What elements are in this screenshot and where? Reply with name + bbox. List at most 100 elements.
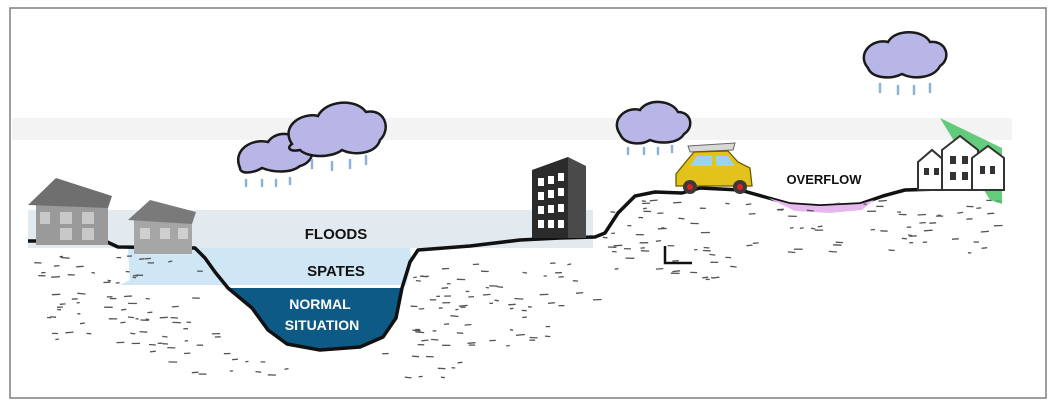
soil-dash — [790, 228, 794, 229]
soil-dash — [908, 235, 912, 236]
soil-dash — [483, 294, 491, 295]
soil-dash — [702, 277, 708, 278]
soil-dash — [510, 308, 513, 309]
soil-dash — [87, 333, 92, 334]
normal-situation-label-line2: SITUATION — [285, 317, 359, 333]
soil-dash — [918, 215, 926, 216]
soil-dash — [730, 266, 736, 267]
soil-dash — [50, 317, 56, 318]
soil-dash — [465, 325, 472, 326]
soil-dash — [889, 250, 895, 251]
soil-dash — [515, 299, 524, 300]
soil-dash — [162, 336, 167, 337]
soil-dash — [516, 335, 525, 336]
normal-situation-label-line1: NORMAL — [289, 296, 351, 312]
office-building-icon — [532, 157, 586, 238]
soil-dash — [120, 322, 125, 323]
soil-dash — [415, 332, 424, 333]
soil-dash — [139, 259, 144, 260]
soil-dash — [704, 248, 710, 249]
soil-dash — [458, 362, 463, 363]
soil-dash — [92, 273, 96, 274]
soil-dash — [709, 254, 715, 255]
soil-dash — [656, 269, 663, 270]
soil-dash — [439, 308, 443, 309]
soil-dash — [749, 214, 756, 215]
horizon-haze — [12, 118, 1012, 140]
soil-dash — [811, 228, 815, 229]
soil-dash — [510, 330, 513, 331]
soil-dash — [160, 317, 168, 318]
soil-dash — [168, 261, 172, 262]
soil-dash — [678, 218, 684, 219]
soil-dash — [108, 280, 111, 281]
soil-dash — [957, 212, 963, 213]
soil-dash — [982, 248, 988, 249]
soil-dash — [611, 212, 616, 213]
soil-dash — [615, 269, 619, 270]
soil-dash — [747, 245, 753, 246]
soil-dash — [192, 372, 199, 373]
spates-label: SPATES — [307, 263, 365, 280]
soil-dash — [548, 303, 555, 304]
soil-dash — [60, 256, 64, 257]
soil-dash — [650, 200, 658, 201]
soil-dash — [256, 372, 262, 373]
soil-dash — [405, 377, 412, 378]
soil-dash — [909, 236, 916, 237]
soil-dash — [673, 202, 681, 203]
floods-label: FLOODS — [305, 226, 368, 243]
soil-dash — [902, 238, 907, 239]
soil-dash — [746, 204, 752, 205]
soil-dash — [412, 356, 419, 357]
soil-dash — [576, 293, 583, 294]
soil-dash — [55, 339, 59, 340]
overflow-label: OVERFLOW — [786, 172, 862, 187]
soil-dash — [495, 300, 499, 301]
soil-dash — [416, 281, 421, 282]
soil-dash — [140, 332, 148, 333]
soil-dash — [80, 323, 85, 324]
soil-dash — [807, 210, 814, 211]
soil-dash — [146, 319, 150, 320]
soil-dash — [128, 317, 134, 318]
soil-dash — [981, 231, 989, 232]
soil-dash — [54, 266, 60, 267]
soil-dash — [65, 332, 73, 333]
soil-dash — [643, 208, 647, 209]
soil-dash — [124, 296, 132, 297]
soil-dash — [413, 330, 421, 331]
soil-dash — [788, 252, 795, 253]
soil-dash — [421, 340, 428, 341]
soil-dash — [545, 336, 550, 337]
soil-dash — [672, 261, 679, 262]
soil-dash — [459, 305, 468, 306]
soil-dash — [232, 359, 238, 360]
soil-dash — [150, 351, 156, 352]
soil-dash — [672, 271, 680, 272]
soil-dash — [528, 307, 532, 308]
soil-dash — [442, 288, 449, 289]
soil-dash — [614, 245, 623, 246]
soil-dash — [468, 343, 476, 344]
soil-dash — [51, 277, 60, 278]
soil-dash — [413, 277, 417, 278]
soil-dash — [508, 304, 515, 305]
soil-dash — [818, 226, 823, 227]
soil-dash — [879, 201, 887, 202]
soil-dash — [431, 339, 438, 340]
soil-dash — [497, 287, 503, 288]
soil-dash — [61, 258, 70, 259]
soil-dash — [121, 309, 126, 310]
soil-dash — [455, 309, 458, 310]
soil-dash — [829, 251, 837, 252]
soil-dash — [725, 203, 729, 204]
soil-dash — [506, 346, 510, 347]
soil-dash — [149, 345, 156, 346]
soil-dash — [522, 317, 527, 318]
soil-dash — [76, 266, 84, 267]
soil-dash — [285, 369, 289, 370]
soil-dash — [603, 237, 608, 238]
